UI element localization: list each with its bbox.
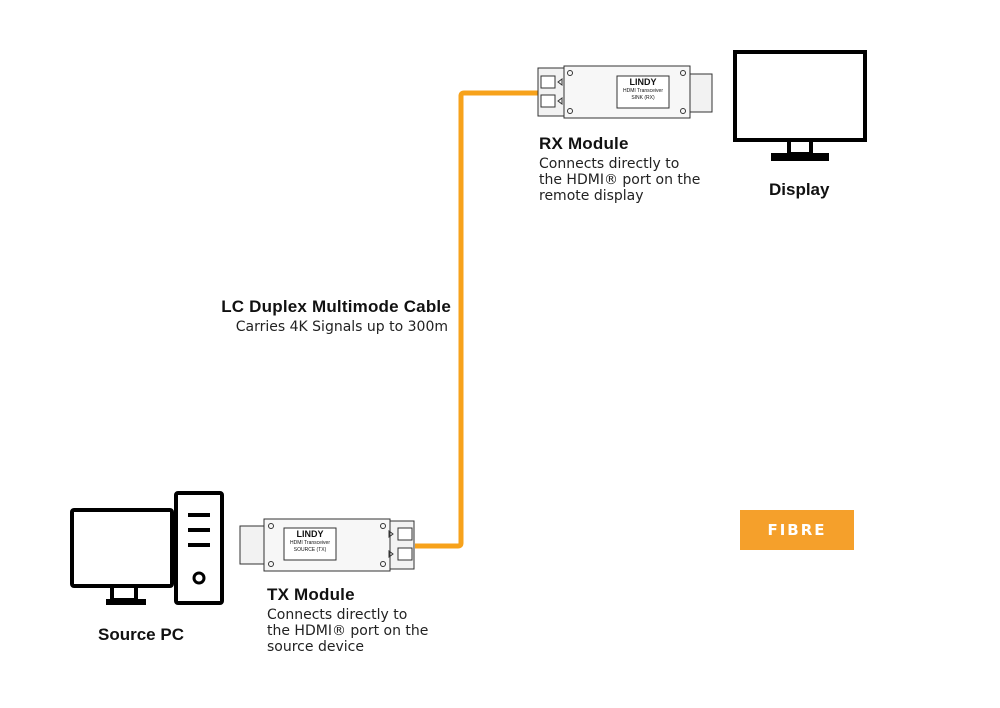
fibre-cable xyxy=(415,90,538,549)
rx-device-line1: HDMI Transceiver xyxy=(622,88,663,94)
tx-brand-logo: LINDY xyxy=(296,529,324,539)
rx-desc-line: the HDMI® port on the xyxy=(539,172,701,188)
rx-device-label: LINDY HDMI Transceiver SINK (RX) xyxy=(617,77,669,102)
rx-desc-line: Connects directly to xyxy=(539,156,680,172)
display-label: Display xyxy=(769,180,830,199)
rx-module-description: Connects directly to the HDMI® port on t… xyxy=(539,156,739,204)
tx-desc-line: Connects directly to xyxy=(267,607,408,623)
source-pc-label: Source PC xyxy=(98,625,184,644)
tx-desc-line: the HDMI® port on the xyxy=(267,623,429,639)
fibre-badge: FIBRE xyxy=(740,510,854,550)
tx-device-label: LINDY HDMI Transceiver SOURCE (TX) xyxy=(284,529,336,554)
tx-desc-line: source device xyxy=(267,639,364,655)
cable-title: LC Duplex Multimode Cable xyxy=(221,297,451,316)
rx-module-title: RX Module xyxy=(539,134,629,153)
cable-subtitle: Carries 4K Signals up to 300m xyxy=(235,319,448,335)
tx-device-line1: HDMI Transceiver xyxy=(289,540,330,546)
rx-desc-line: remote display xyxy=(539,188,644,204)
source-pc-icon xyxy=(70,491,224,605)
rx-device-line2: SINK (RX) xyxy=(631,95,655,101)
tx-module-description: Connects directly to the HDMI® port on t… xyxy=(267,607,467,655)
tx-device-line2: SOURCE (TX) xyxy=(293,547,327,553)
rx-module-device xyxy=(537,65,713,119)
tx-module-title: TX Module xyxy=(267,585,355,604)
tx-module-device xyxy=(239,518,415,572)
display-monitor-icon xyxy=(733,50,867,161)
rx-brand-logo: LINDY xyxy=(629,77,657,87)
